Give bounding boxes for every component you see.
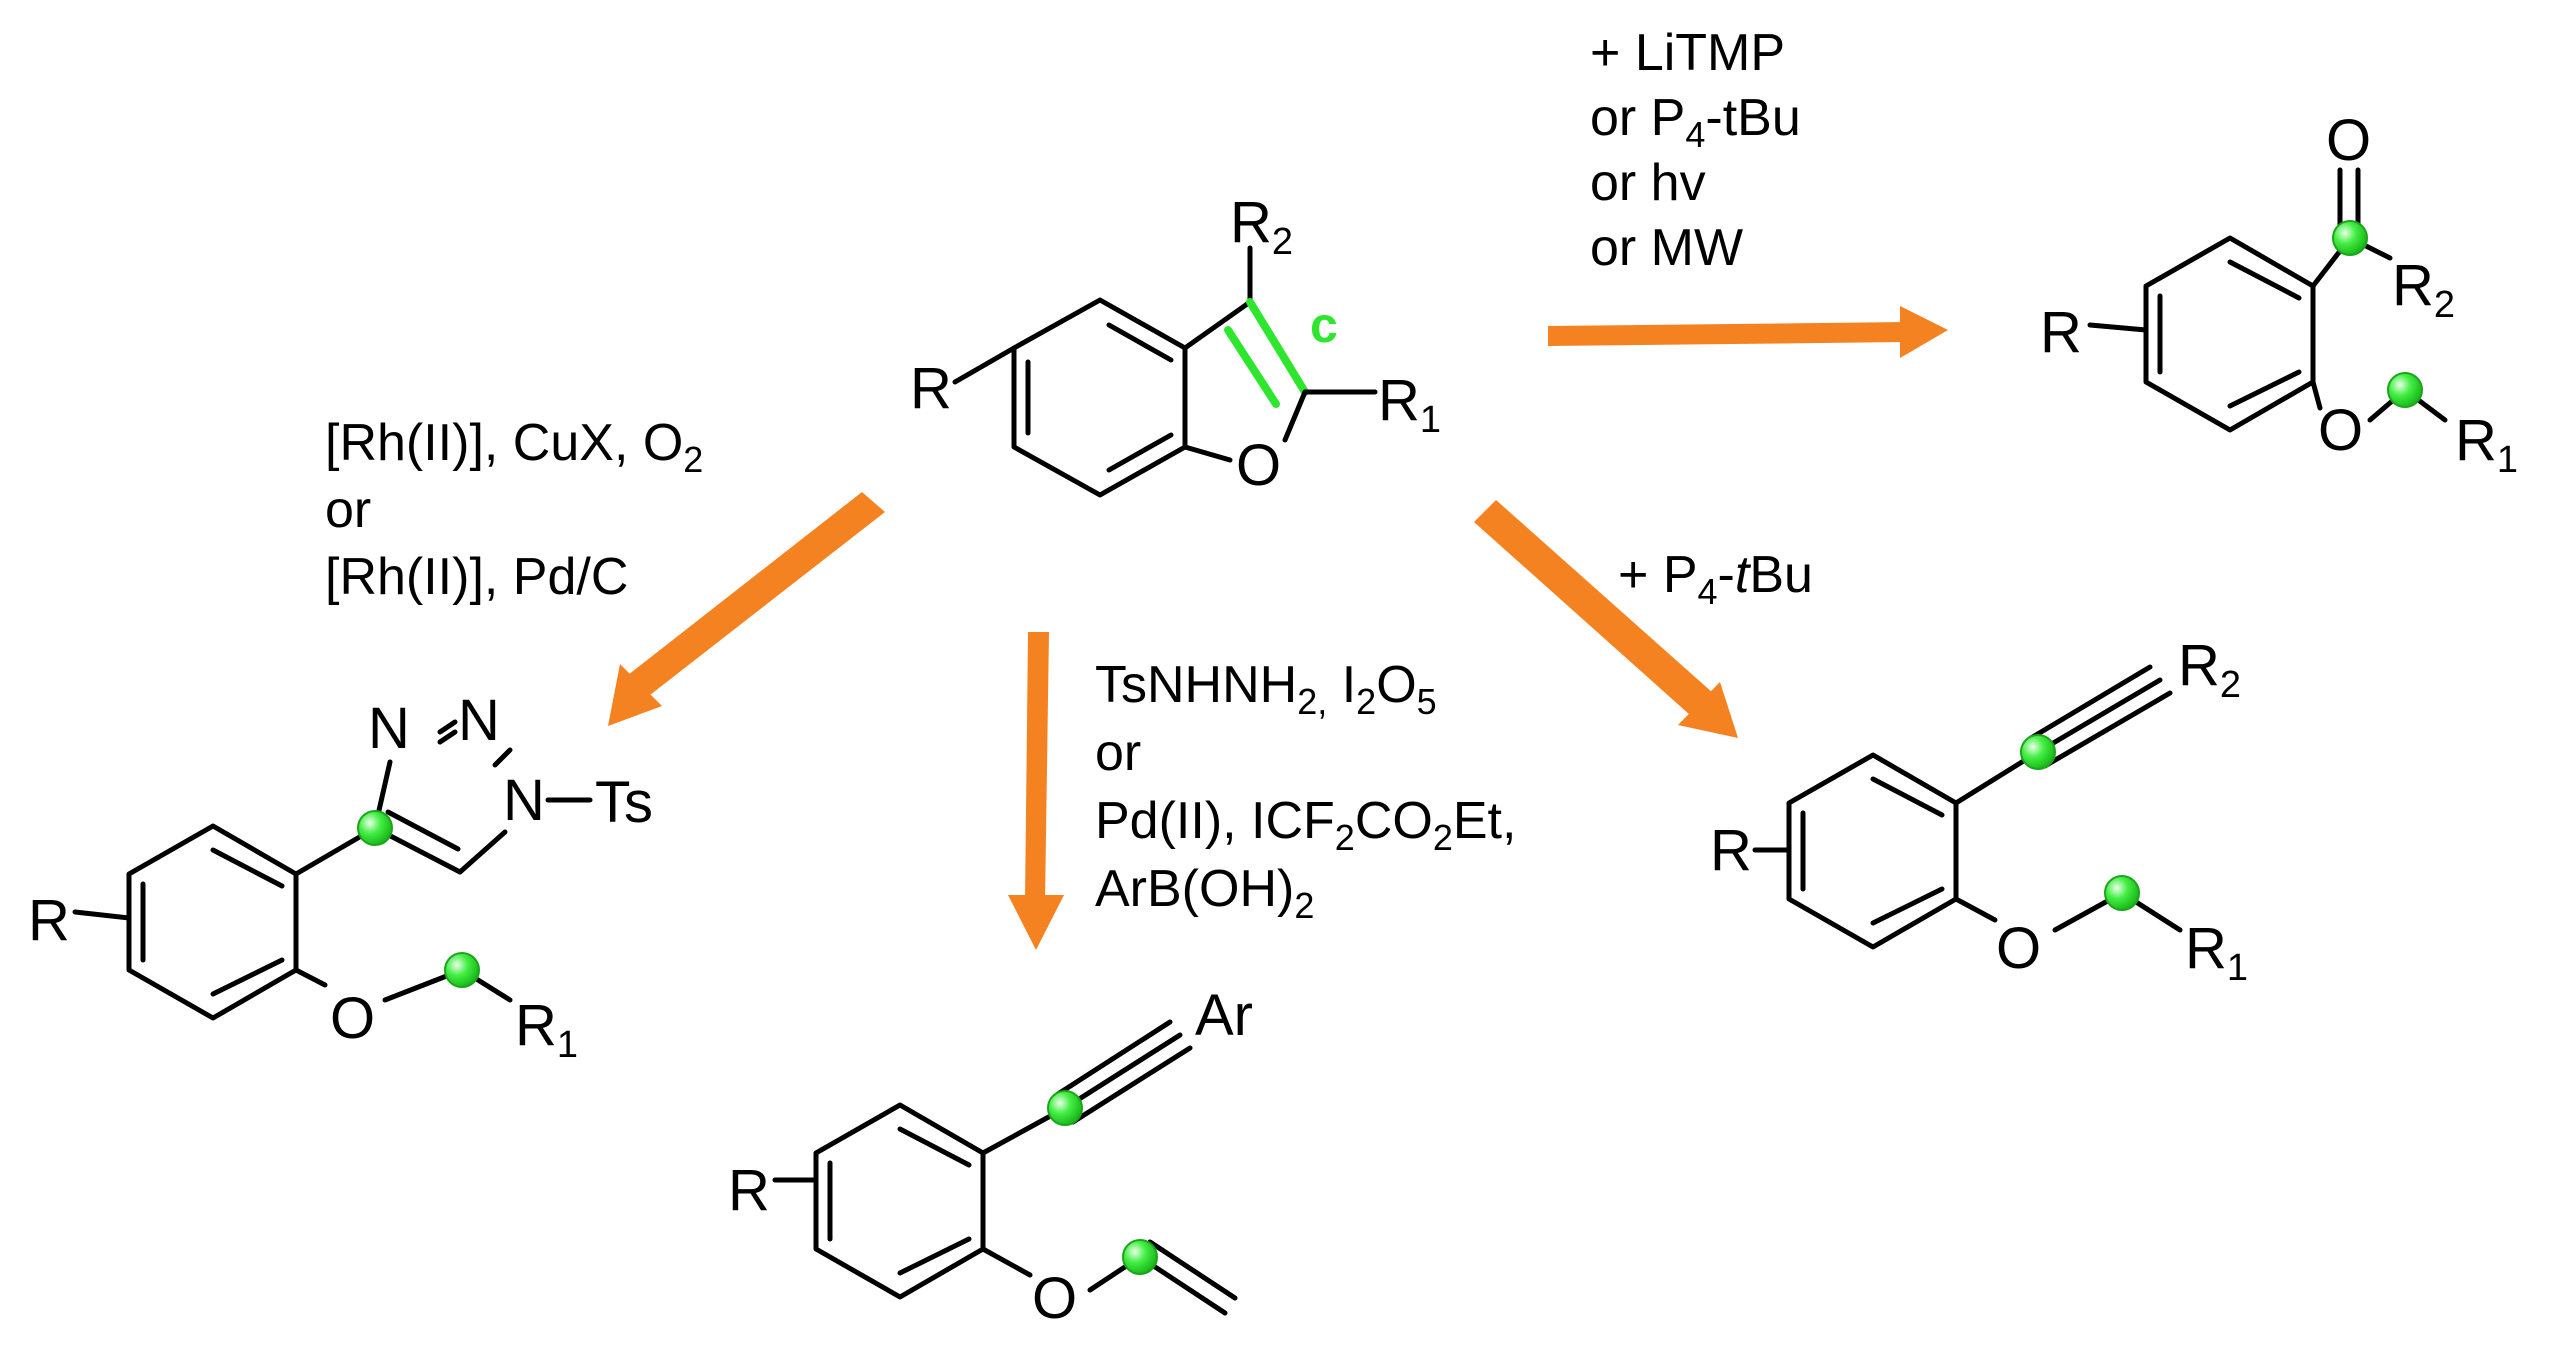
r-substituent-label: R [910,356,952,421]
reaction-arrows [608,306,1948,950]
product-alkyne-r2: R R2 O R1 [1710,633,2248,989]
svg-text:[Rh(II)], Pd/C: [Rh(II)], Pd/C [325,548,628,606]
arrow-to-ketone [1548,306,1948,358]
svg-text:R2: R2 [2178,633,2241,706]
svg-text:Ar: Ar [1195,983,1253,1048]
highlight-atom [1047,1090,1083,1126]
conditions-right: + P4-tBu [1618,546,1813,612]
svg-text:O: O [1032,1266,1077,1331]
benzene-ring [1011,297,1188,498]
svg-text:R1: R1 [2455,408,2518,481]
svg-text:or: or [1095,724,1141,782]
svg-text:O: O [2318,398,2363,463]
conditions-top-right: + LiTMP or P4-tBu or hv or MW [1590,24,1801,277]
arrow-to-aryl-alkyne [1008,632,1064,950]
conditions-left: [Rh(II)], CuX, O2 or [Rh(II)], Pd/C [325,414,703,606]
svg-text:R1: R1 [515,993,578,1066]
highlight-atom [2332,220,2368,256]
arrow-to-alkyne [1474,500,1738,738]
svg-text:R2: R2 [2392,253,2455,326]
svg-text:R1: R1 [2185,916,2248,989]
svg-text:or MW: or MW [1590,219,1743,277]
svg-text:Ts: Ts [595,770,653,835]
highlight-atom [2387,372,2423,408]
highlight-atom [357,810,393,846]
svg-text:+ LiTMP: + LiTMP [1590,24,1785,82]
svg-text:N: N [368,696,410,761]
svg-text:Pd(II), ICF2CO2Et,: Pd(II), ICF2CO2Et, [1095,792,1516,858]
product-ketone: R O O R2 R1 [2040,108,2518,481]
svg-text:[Rh(II)], CuX, O2: [Rh(II)], CuX, O2 [325,414,703,480]
r2-subscript: 2 [1272,221,1293,263]
svg-text:R: R [728,1158,770,1223]
r2-label: R [1230,190,1272,255]
bond-c-label: c [1310,297,1338,353]
r1-label: R [1378,368,1420,433]
highlight-atom [2104,875,2140,911]
svg-text:ArB(OH)2: ArB(OH)2 [1095,860,1314,926]
svg-text:R1: R1 [1378,368,1441,441]
highlight-atom [1122,1239,1158,1275]
svg-text:TsNHNH2, I2O5: TsNHNH2, I2O5 [1095,656,1437,722]
svg-text:R2: R2 [1230,190,1293,263]
svg-text:O: O [2326,108,2371,173]
svg-text:or P4-tBu: or P4-tBu [1590,89,1801,155]
svg-text:N: N [503,768,545,833]
arrow-to-triazole [608,492,885,726]
ring-oxygen-label: O [1236,433,1281,498]
conditions-middle: TsNHNH2, I2O5 or Pd(II), ICF2CO2Et, ArB(… [1095,656,1516,926]
cleaved-c-o-bond-highlight [1246,298,1309,396]
benzofuran-starting-material: R O R1 R2 c [910,190,1441,498]
product-aryl-alkyne: R Ar O [728,983,1253,1331]
svg-text:R: R [2040,300,2082,365]
svg-text:R: R [1710,818,1752,883]
svg-text:or: or [325,481,371,539]
svg-text:N: N [458,688,500,753]
svg-text:O: O [1996,916,2041,981]
highlight-atom [444,952,480,988]
product-triazole: R N N N Ts O R1 [28,688,653,1066]
r1-subscript: 1 [1420,399,1441,441]
svg-text:or hv: or hv [1590,154,1706,212]
svg-text:R: R [28,888,70,953]
svg-text:+ P4-tBu: + P4-tBu [1618,546,1813,612]
highlight-atom [2020,734,2056,770]
svg-text:O: O [330,986,375,1051]
